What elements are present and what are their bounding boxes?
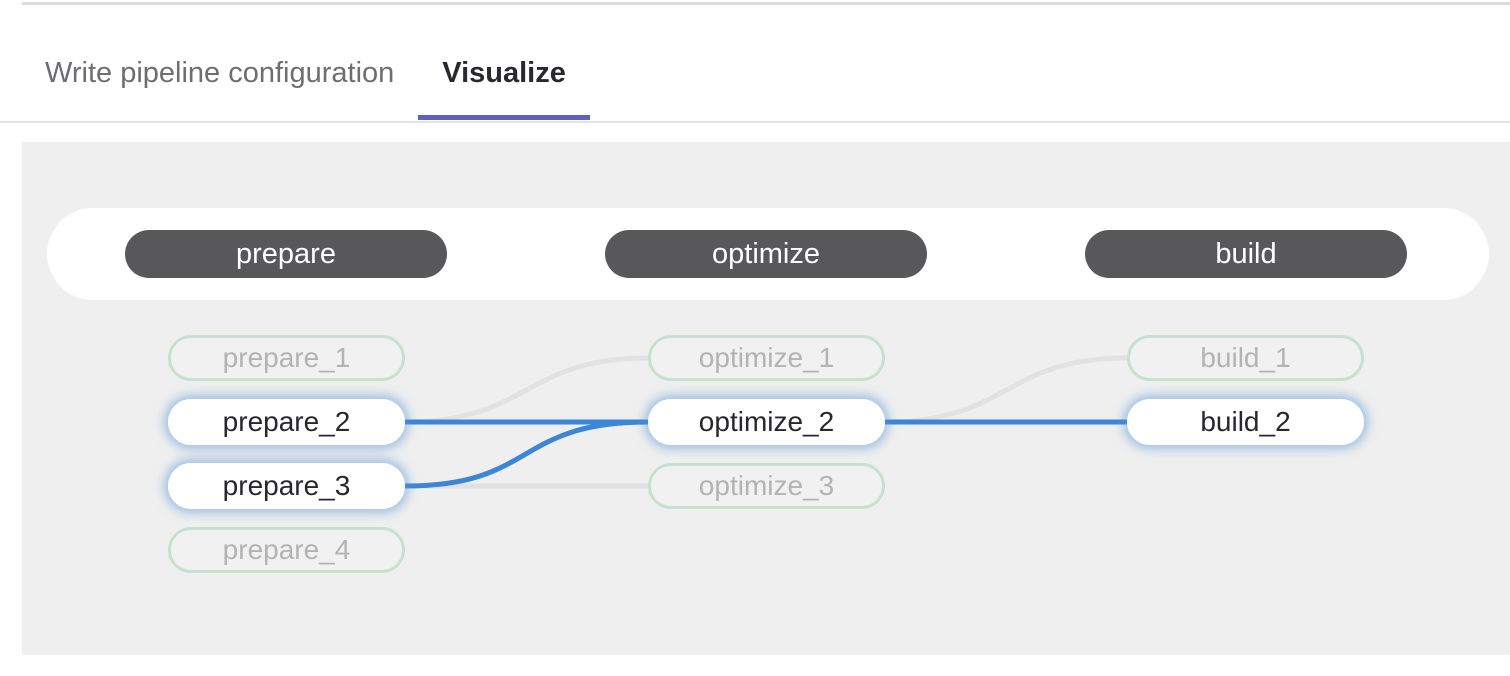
job-label: prepare_1 (222, 342, 351, 373)
pipeline-edges (402, 355, 1130, 489)
tab-write-pipeline-configuration[interactable]: Write pipeline configuration (21, 26, 418, 121)
job-node-build_2[interactable]: build_2 (1127, 399, 1364, 445)
job-node-build_1[interactable]: build_1 (1127, 335, 1364, 381)
edge-prepare_2-optimize_1 (402, 355, 651, 425)
job-label: optimize_2 (698, 406, 835, 437)
stage-pill-label: optimize (712, 237, 820, 270)
stage-pill-build: build (1085, 230, 1407, 278)
tab-visualize[interactable]: Visualize (418, 26, 590, 121)
tab-label: Visualize (442, 57, 566, 89)
job-label: optimize_1 (698, 342, 835, 373)
job-node-optimize_3[interactable]: optimize_3 (648, 463, 885, 509)
job-label: prepare_2 (222, 406, 351, 437)
job-node-prepare_3[interactable]: prepare_3 (168, 463, 405, 509)
tab-label: Write pipeline configuration (45, 57, 395, 89)
job-label: prepare_3 (222, 470, 351, 501)
job-node-prepare_1[interactable]: prepare_1 (168, 335, 405, 381)
job-label: build_2 (1200, 406, 1291, 437)
job-label: optimize_3 (698, 470, 835, 501)
active-tab-indicator (418, 115, 590, 120)
job-node-prepare_2[interactable]: prepare_2 (168, 399, 405, 445)
editor-tabs: Write pipeline configuration Visualize (0, 0, 1510, 123)
job-node-prepare_4[interactable]: prepare_4 (168, 527, 405, 573)
edge-optimize_2-build_1 (882, 355, 1130, 425)
job-label: prepare_4 (222, 534, 351, 565)
top-divider (22, 2, 1510, 5)
edge-prepare_3-optimize_2 (402, 419, 651, 489)
job-label: build_1 (1200, 342, 1291, 373)
pipeline-graph-canvas: prepare optimize build prepare_1 prepare… (22, 142, 1510, 655)
stage-pill-prepare: prepare (125, 230, 447, 278)
job-node-optimize_2[interactable]: optimize_2 (648, 399, 885, 445)
stage-pill-label: prepare (236, 237, 336, 270)
stage-pill-label: build (1215, 237, 1277, 270)
stage-pill-optimize: optimize (605, 230, 927, 278)
job-node-optimize_1[interactable]: optimize_1 (648, 335, 885, 381)
